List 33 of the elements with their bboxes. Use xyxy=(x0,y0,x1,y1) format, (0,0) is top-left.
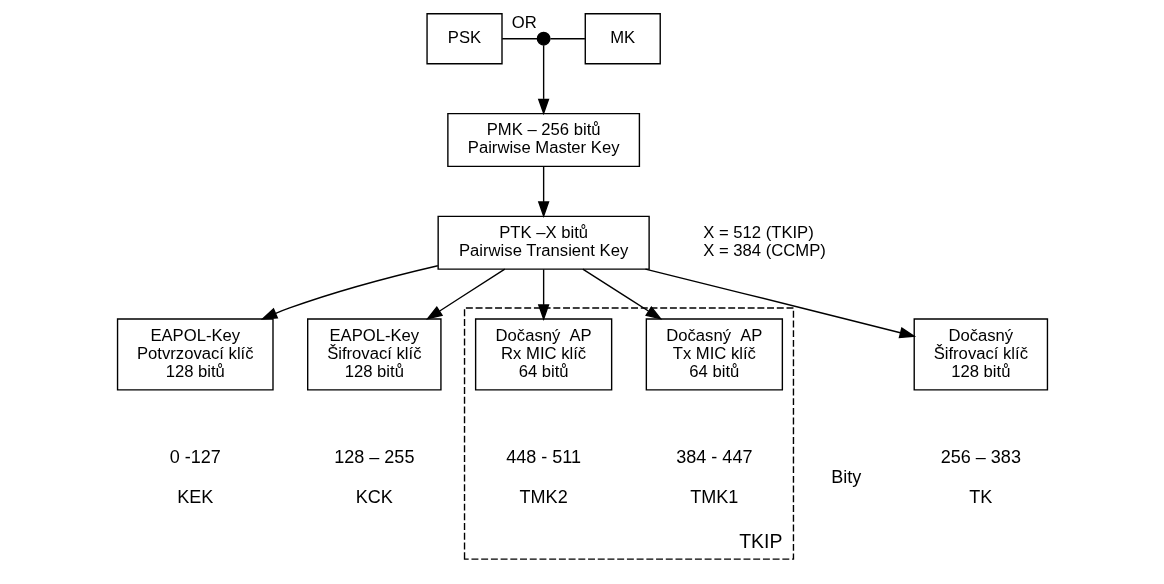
node-label: KCK xyxy=(355,486,393,507)
node-box: EAPOL-Key Potvrzovací klíč 128 bitů xyxy=(116,318,274,391)
node-box: EAPOL-Key Šifrovací klíč 128 bitů xyxy=(306,318,442,391)
node-label: KEK xyxy=(176,486,213,507)
arrow xyxy=(260,265,438,320)
node-label: TK xyxy=(968,486,992,507)
node-box: PSK xyxy=(425,13,503,65)
arrow xyxy=(537,268,549,321)
node-label: 256 – 383 xyxy=(940,446,1021,467)
node-box: PTK –X bitů Pairwise Transient Key xyxy=(436,215,650,270)
node-box: Dočasný Šifrovací klíč 128 bitů xyxy=(913,318,1048,391)
node-label: TMK2 xyxy=(519,486,568,507)
node-box: MK xyxy=(584,13,661,65)
connector xyxy=(501,38,538,40)
node-box: Dočasný AP Tx MIC klíč 64 bitů xyxy=(645,318,783,391)
node-circle xyxy=(536,31,551,46)
arrow xyxy=(581,268,662,320)
node-label: 448 - 511 xyxy=(505,446,581,467)
node-label: 384 - 447 xyxy=(675,446,752,467)
connector xyxy=(549,38,586,40)
node-label: X = 384 (CCMP) xyxy=(702,241,826,261)
node-label: TMK1 xyxy=(689,486,738,507)
label: Bity xyxy=(830,466,861,487)
node-label: 128 – 255 xyxy=(333,446,414,467)
node-box: PMK – 256 bitů Pairwise Master Key xyxy=(446,112,640,168)
node-label: X = 512 (TKIP) xyxy=(702,223,814,243)
arrow xyxy=(425,268,505,320)
node-label: OR xyxy=(511,12,537,32)
node-label: 0 -127 xyxy=(169,446,221,467)
arrow xyxy=(644,268,916,339)
arrow xyxy=(537,44,549,116)
node-box: Dočasný AP Rx MIC klíč 64 bitů xyxy=(474,318,612,391)
arrow xyxy=(537,165,549,218)
